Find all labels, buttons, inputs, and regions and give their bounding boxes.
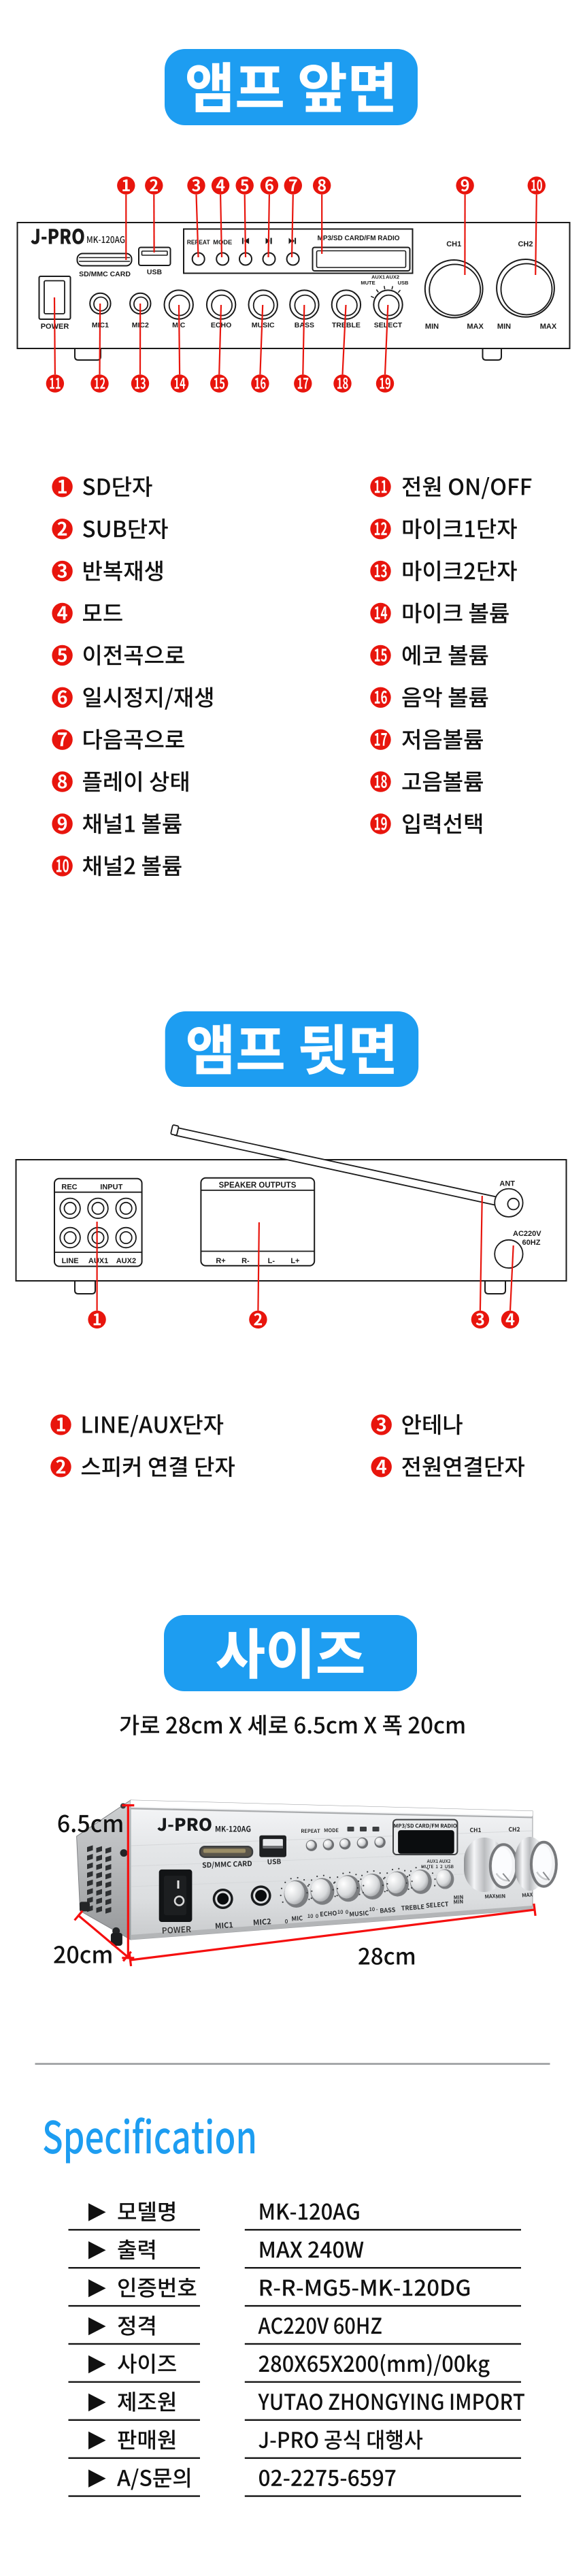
svg-text:REC: REC <box>61 1184 77 1192</box>
svg-text:MODE: MODE <box>213 239 232 246</box>
svg-text:USB: USB <box>147 268 163 276</box>
svg-text:MAX: MAX <box>540 323 557 331</box>
svg-text:SPEAKER OUTPUTS: SPEAKER OUTPUTS <box>219 1181 297 1190</box>
svg-text:MIN: MIN <box>425 323 439 331</box>
svg-text:AUX2: AUX2 <box>386 274 399 280</box>
svg-text:MUSIC: MUSIC <box>252 321 275 329</box>
svg-text:USB: USB <box>398 280 409 286</box>
svg-text:AUX1: AUX1 <box>371 274 385 280</box>
svg-text:MP3/SD CARD/FM RADIO: MP3/SD CARD/FM RADIO <box>318 234 400 242</box>
svg-text:MIN: MIN <box>497 323 511 331</box>
svg-text:R+: R+ <box>216 1257 225 1265</box>
svg-text:MUTE: MUTE <box>361 280 375 286</box>
svg-text:ANT: ANT <box>499 1180 515 1188</box>
svg-text:SELECT: SELECT <box>374 321 403 329</box>
svg-text:TREBLE: TREBLE <box>332 321 361 329</box>
svg-text:60HZ: 60HZ <box>522 1239 541 1247</box>
svg-text:LINE: LINE <box>62 1257 79 1265</box>
svg-text:AC220V: AC220V <box>513 1230 541 1238</box>
svg-text:INPUT: INPUT <box>100 1184 122 1192</box>
svg-text:R-: R- <box>241 1257 250 1265</box>
svg-text:AUX1: AUX1 <box>88 1257 108 1265</box>
svg-text:AUX2: AUX2 <box>116 1257 136 1265</box>
svg-text:CH1: CH1 <box>446 240 461 248</box>
svg-text:L-: L- <box>268 1257 275 1265</box>
svg-text:MAX: MAX <box>467 323 484 331</box>
svg-text:SD/MMC CARD: SD/MMC CARD <box>79 270 131 278</box>
svg-text:L+: L+ <box>290 1257 299 1265</box>
svg-text:CH2: CH2 <box>518 240 533 248</box>
